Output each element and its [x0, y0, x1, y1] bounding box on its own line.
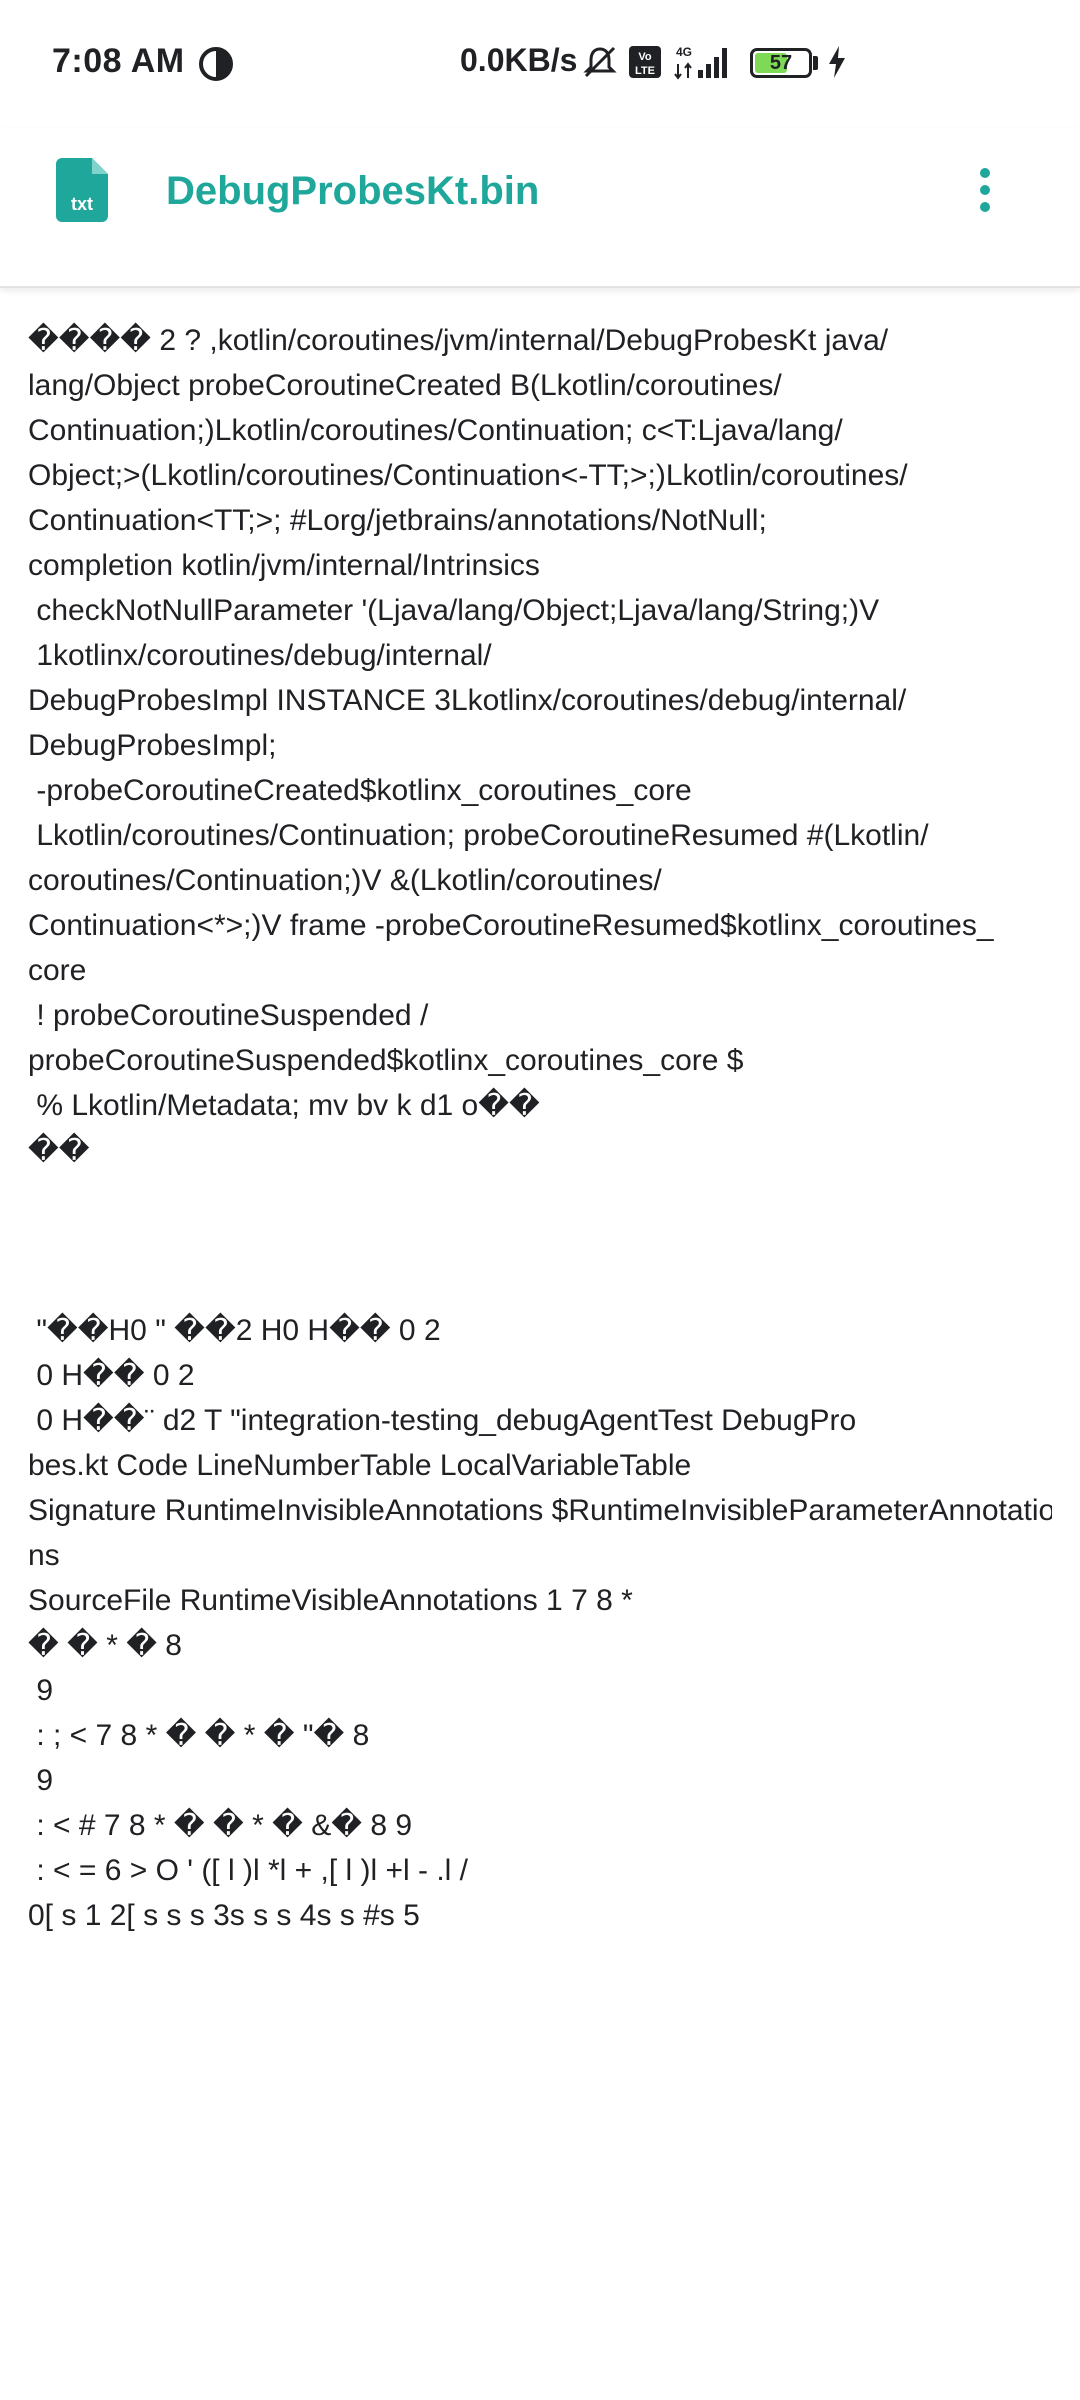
content-line: � � * � 8 — [28, 1629, 182, 1662]
content-line: Object;>(Lkotlin/coroutines/Continuation… — [28, 459, 908, 492]
battery-level: 57 — [769, 52, 793, 74]
status-bar: 7:08 AM 0.0KB/s Vo LTE 4G 57 — [0, 0, 1080, 128]
file-content[interactable]: ���� 2 ? ,kotlin/coroutines/jvm/internal… — [28, 318, 1052, 1938]
content-line: : < = 6 > O ' ([ l )l *l + ,[ l )l +l - … — [28, 1854, 469, 1887]
content-line: Signature RuntimeInvisibleAnnotations $R… — [28, 1494, 1052, 1527]
svg-text:4G: 4G — [676, 45, 692, 59]
content-line: ���� 2 ? ,kotlin/coroutines/jvm/internal… — [28, 324, 889, 357]
file-icon-label: txt — [71, 194, 93, 214]
4g-signal-icon: 4G — [674, 45, 727, 80]
content-line: completion kotlin/jvm/internal/Intrinsic… — [28, 549, 540, 582]
more-vert-icon — [980, 168, 990, 178]
content-line: 1kotlinx/coroutines/debug/internal/ — [28, 639, 492, 672]
status-time: 7:08 AM — [52, 42, 185, 80]
content-line: Continuation<TT;>; #Lorg/jetbrains/annot… — [28, 504, 767, 537]
network-speed: 0.0KB/s — [460, 42, 578, 78]
content-line: 0 H�� 0 2 — [28, 1359, 195, 1392]
silent-icon — [583, 46, 617, 78]
content-line: checkNotNullParameter '(Ljava/lang/Objec… — [28, 594, 880, 627]
content-line: coroutines/Continuation;)V &(Lkotlin/cor… — [28, 864, 662, 897]
content-line: 0 H��¨ d2 T "integration-testing_debugAg… — [28, 1404, 857, 1437]
content-line: ns — [28, 1539, 60, 1572]
content-line: : ; < 7 8 * � � * � "� 8 — [28, 1719, 370, 1752]
content-line: "��H0 " ��2 H0 H�� 0 2 — [28, 1314, 441, 1347]
content-line: 0[ s 1 2[ s s s 3s s s 4s s #s 5 — [28, 1899, 420, 1932]
content-line — [28, 1218, 1052, 1263]
content-line: ! probeCoroutineSuspended / — [28, 999, 429, 1032]
content-line: DebugProbesImpl INSTANCE 3Lkotlinx/corou… — [28, 684, 907, 717]
battery-tip — [813, 56, 818, 70]
more-options-button[interactable] — [960, 158, 1010, 222]
content-line: Lkotlin/coroutines/Continuation; probeCo… — [28, 819, 929, 852]
page-title: DebugProbesKt.bin — [166, 169, 540, 213]
content-line: core — [28, 954, 87, 987]
face-icon — [199, 47, 233, 81]
content-line: -probeCoroutineCreated$kotlinx_coroutine… — [28, 774, 692, 807]
app-bar: txt DebugProbesKt.bin — [0, 128, 1080, 288]
content-line: �� — [28, 1134, 90, 1167]
txt-file-icon: txt — [56, 158, 108, 222]
content-line: bes.kt Code LineNumberTable LocalVariabl… — [28, 1449, 692, 1482]
content-line: DebugProbesImpl; — [28, 729, 277, 762]
content-line — [28, 1173, 1052, 1218]
content-line — [28, 1263, 1052, 1308]
content-line: lang/Object probeCoroutineCreated B(Lkot… — [28, 369, 782, 402]
charging-icon — [829, 46, 845, 78]
content-line: 9 — [28, 1674, 54, 1707]
svg-text:Vo: Vo — [638, 51, 652, 63]
content-line: Continuation;)Lkotlin/coroutines/Continu… — [28, 414, 843, 447]
content-line: SourceFile RuntimeVisibleAnnotations 1 7… — [28, 1584, 633, 1617]
content-line: % Lkotlin/Metadata; mv bv k d1 o�� — [28, 1089, 540, 1122]
battery-icon: 57 — [750, 48, 812, 78]
content-line: : < # 7 8 * � � * � &� 8 9 — [28, 1809, 413, 1842]
content-line: probeCoroutineSuspended$kotlinx_coroutin… — [28, 1044, 744, 1077]
volte-icon: Vo LTE — [629, 46, 661, 78]
svg-text:LTE: LTE — [635, 65, 655, 77]
content-line: 9 — [28, 1764, 54, 1797]
content-line: Continuation<*>;)V frame -probeCoroutine… — [28, 909, 994, 942]
